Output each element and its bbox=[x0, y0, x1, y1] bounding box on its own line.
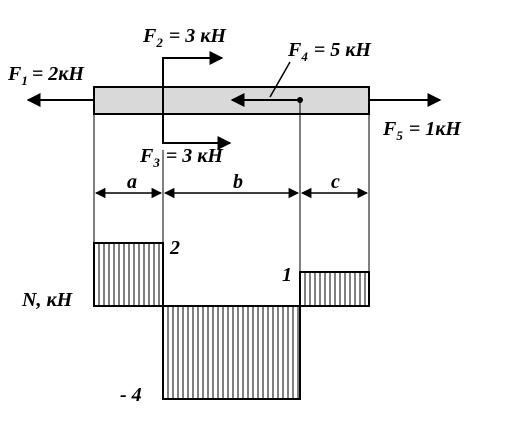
n-region-a-hatching bbox=[98, 243, 160, 306]
force-f4-leader bbox=[269, 61, 291, 98]
n-value-third: 1 bbox=[282, 264, 292, 286]
guide-lines bbox=[93, 100, 370, 272]
force-f2-arrow bbox=[162, 51, 224, 100]
force-f5-label: F5= 1кН bbox=[382, 118, 462, 143]
n-value-second: - 4 bbox=[120, 384, 142, 406]
n-region-b bbox=[162, 305, 301, 400]
force-f1-label: F1= 2кН bbox=[7, 63, 85, 88]
n-axis-label: N, кН bbox=[21, 289, 74, 311]
force-f3-arrow bbox=[162, 100, 232, 150]
bar bbox=[93, 86, 370, 115]
segment-c-label: c bbox=[331, 171, 340, 193]
n-region-b-hatching bbox=[167, 306, 299, 399]
force-f3-label: F3= 3 кН bbox=[139, 145, 224, 170]
segment-b-label: b bbox=[233, 171, 243, 193]
n-region-c-hatching bbox=[304, 272, 366, 306]
force-f2-label: F2= 3 кН bbox=[142, 25, 227, 50]
segment-a-label: a bbox=[127, 171, 137, 193]
force-f4-label: F4= 5 кН bbox=[287, 39, 372, 64]
n-value-first: 2 bbox=[169, 237, 180, 259]
